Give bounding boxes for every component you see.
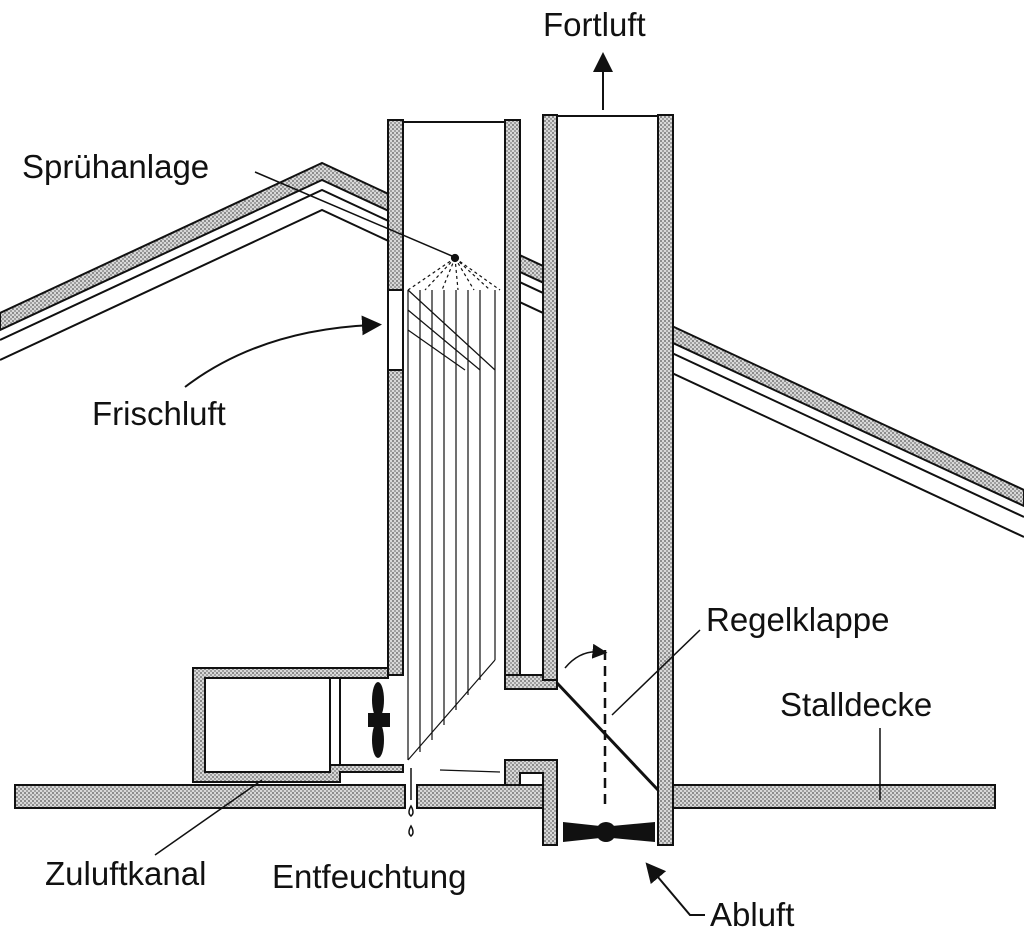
spray-nozzle bbox=[407, 253, 501, 291]
exhaust-fan-icon bbox=[563, 822, 655, 842]
label-zuluftkanal: Zuluftkanal bbox=[45, 855, 207, 892]
exhaust-shaft bbox=[504, 114, 674, 846]
label-abluft: Abluft bbox=[710, 896, 795, 933]
supply-duct bbox=[192, 667, 404, 783]
filter-packing bbox=[407, 289, 501, 773]
supply-fan-icon bbox=[368, 682, 390, 758]
label-fortluft: Fortluft bbox=[543, 6, 646, 43]
label-spruehanlage: Sprühanlage bbox=[22, 148, 210, 185]
roof bbox=[0, 161, 1024, 538]
label-stalldecke: Stalldecke bbox=[780, 686, 933, 723]
intake-shaft bbox=[387, 119, 558, 690]
drip-icon bbox=[408, 768, 414, 837]
label-regelklappe: Regelklappe bbox=[706, 601, 890, 638]
label-entfeuchtung: Entfeuchtung bbox=[272, 858, 467, 895]
leader-lines bbox=[154, 52, 881, 916]
control-flap bbox=[555, 643, 660, 810]
label-frischluft: Frischluft bbox=[92, 395, 226, 432]
stall-ceiling bbox=[14, 784, 996, 809]
